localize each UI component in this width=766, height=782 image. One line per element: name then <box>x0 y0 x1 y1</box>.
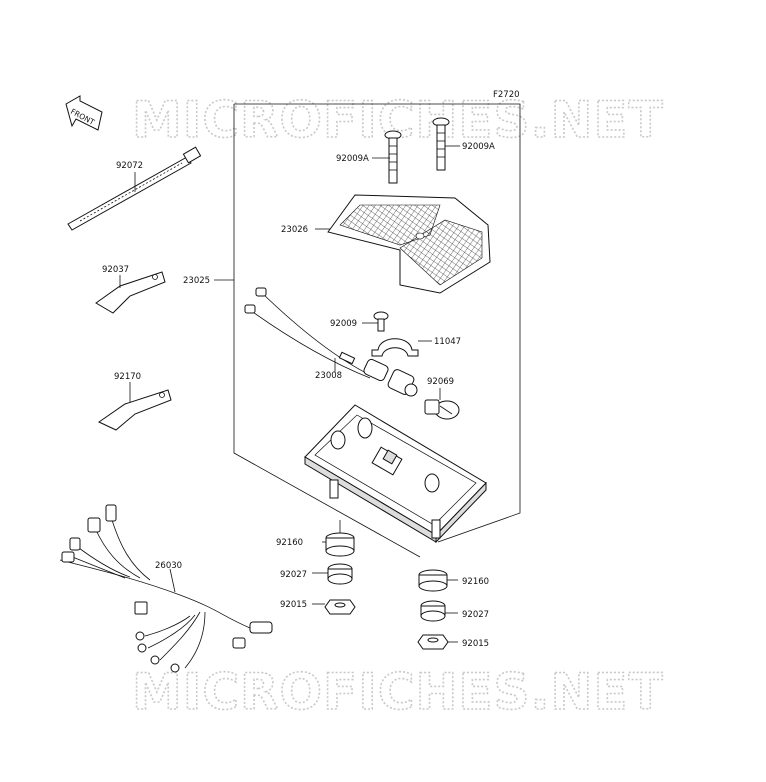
leader-26030 <box>169 568 176 593</box>
assembly-outline-left <box>233 104 421 558</box>
label-11047: 11047 <box>434 337 461 347</box>
bracket-92170-part <box>98 389 172 431</box>
label-92160-left: 92160 <box>276 538 303 548</box>
screw-92009-part <box>373 311 389 332</box>
collar-92027-right <box>420 600 446 622</box>
screw-92009a-right <box>432 117 450 171</box>
label-92009: 92009 <box>330 319 357 329</box>
label-92015-right: 92015 <box>462 639 489 649</box>
assembly-outline <box>234 103 521 543</box>
bracket-92037-part <box>95 271 166 314</box>
watermark-top: MICROFICHES.NET <box>132 91 664 149</box>
front-arrow-icon: FRONT <box>65 95 103 131</box>
label-92072: 92072 <box>116 161 143 171</box>
lens-23026-part <box>327 194 491 294</box>
label-92170: 92170 <box>114 372 141 382</box>
nut-92015-right <box>417 634 449 650</box>
label-92037: 92037 <box>102 265 129 275</box>
label-92069: 92069 <box>427 377 454 387</box>
wiring-harness-part <box>59 504 273 673</box>
clamp-11047-part <box>371 338 419 357</box>
watermark-bottom: MICROFICHES.NET <box>132 663 664 721</box>
label-92015-left: 92015 <box>280 600 307 610</box>
label-23026: 23026 <box>281 225 308 235</box>
grommet-92160-right <box>418 569 448 592</box>
label-23025: 23025 <box>183 276 210 286</box>
grommet-92160-left <box>325 532 355 557</box>
nut-92015-left <box>324 599 356 615</box>
housing-part <box>304 404 487 544</box>
bulb-92069-part <box>424 399 460 420</box>
socket-23008-part <box>244 287 418 397</box>
screw-92009a-left <box>384 130 402 184</box>
label-92009a-left: 92009A <box>336 154 369 164</box>
collar-92027-left <box>327 563 353 585</box>
label-23008: 23008 <box>315 371 342 381</box>
label-26030: 26030 <box>155 561 182 571</box>
label-92009a-right: 92009A <box>462 142 495 152</box>
label-92160-right: 92160 <box>462 577 489 587</box>
label-92027-left: 92027 <box>280 570 307 580</box>
cable-tie-part <box>67 146 202 231</box>
figure-code: F2720 <box>493 90 520 100</box>
label-92027-right: 92027 <box>462 610 489 620</box>
